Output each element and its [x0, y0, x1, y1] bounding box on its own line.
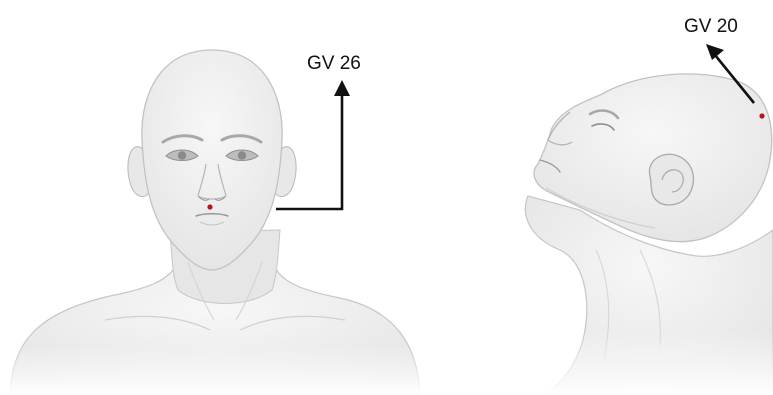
- front-fade: [0, 345, 430, 395]
- front-head-figure: [10, 50, 420, 395]
- gv26-point-marker: [207, 204, 212, 209]
- gv20-point-marker: [759, 113, 764, 118]
- gv26-label: GV 26: [307, 54, 361, 73]
- gv20-label: GV 20: [684, 17, 738, 36]
- side-head-figure: [515, 74, 773, 395]
- front-left-iris: [178, 151, 186, 159]
- front-right-iris: [238, 151, 246, 159]
- side-fade: [515, 330, 773, 395]
- side-ear: [649, 154, 693, 205]
